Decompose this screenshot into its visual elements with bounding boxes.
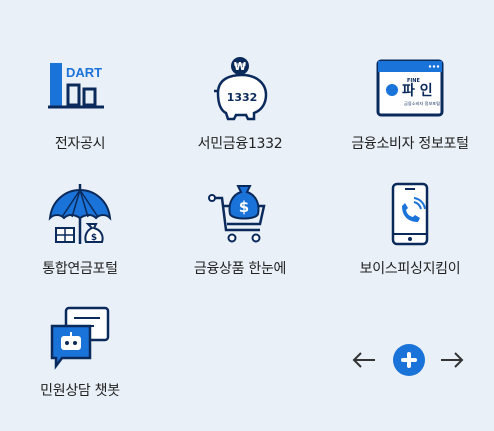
tile-dart[interactable]: DART 전자공시: [0, 55, 160, 153]
tile-fine[interactable]: FINE 파 인 금융소비자 정보포털 금융소비자 정보포털: [330, 55, 490, 153]
tile-voicephishing[interactable]: 보이스피싱지킴이: [330, 180, 490, 278]
tile-label: 전자공시: [54, 136, 106, 152]
won-coin-text: ₩: [234, 60, 246, 73]
fine-logo-text: 파 인: [402, 82, 433, 99]
dart-logo-text: DART: [66, 65, 102, 80]
tile-seomin[interactable]: ₩ 1332 서민금융1332: [160, 55, 320, 153]
tile-label: 금융소비자 정보포털: [351, 136, 469, 152]
tile-label: 통합연금포털: [42, 261, 118, 277]
shopping-cart-icon: $: [208, 185, 266, 243]
tile-label: 보이스피싱지킴이: [359, 261, 461, 277]
fine-portal-icon: FINE 파 인 금융소비자 정보포털: [376, 59, 444, 117]
arrow-right-icon[interactable]: [439, 350, 465, 370]
tile-products[interactable]: $ 금융상품 한눈에: [160, 180, 320, 278]
svg-text:$: $: [91, 233, 97, 243]
piggy-1332-text: 1332: [227, 91, 258, 104]
tile-label: 민원상담 챗봇: [40, 383, 120, 399]
fine-caption-text: 금융소비자 정보포털: [404, 100, 440, 107]
chatbot-icon: [50, 306, 110, 370]
piggy-bank-icon: ₩ 1332: [214, 57, 268, 121]
carousel-nav: [345, 340, 470, 380]
dollar-sign-text: $: [239, 198, 249, 216]
fine-small-text: FINE: [407, 78, 420, 84]
arrow-left-icon[interactable]: [351, 350, 377, 370]
phone-call-icon: [391, 182, 429, 246]
tile-label: 서민금융1332: [197, 136, 283, 152]
dart-building-icon: DART: [48, 63, 104, 109]
tile-chatbot[interactable]: 민원상담 챗봇: [0, 302, 160, 400]
add-plus-button[interactable]: [393, 344, 425, 376]
umbrella-pension-icon: $: [48, 184, 112, 244]
tile-pension[interactable]: $ 통합연금포털: [0, 180, 160, 278]
tile-label: 금융상품 한눈에: [193, 261, 287, 277]
